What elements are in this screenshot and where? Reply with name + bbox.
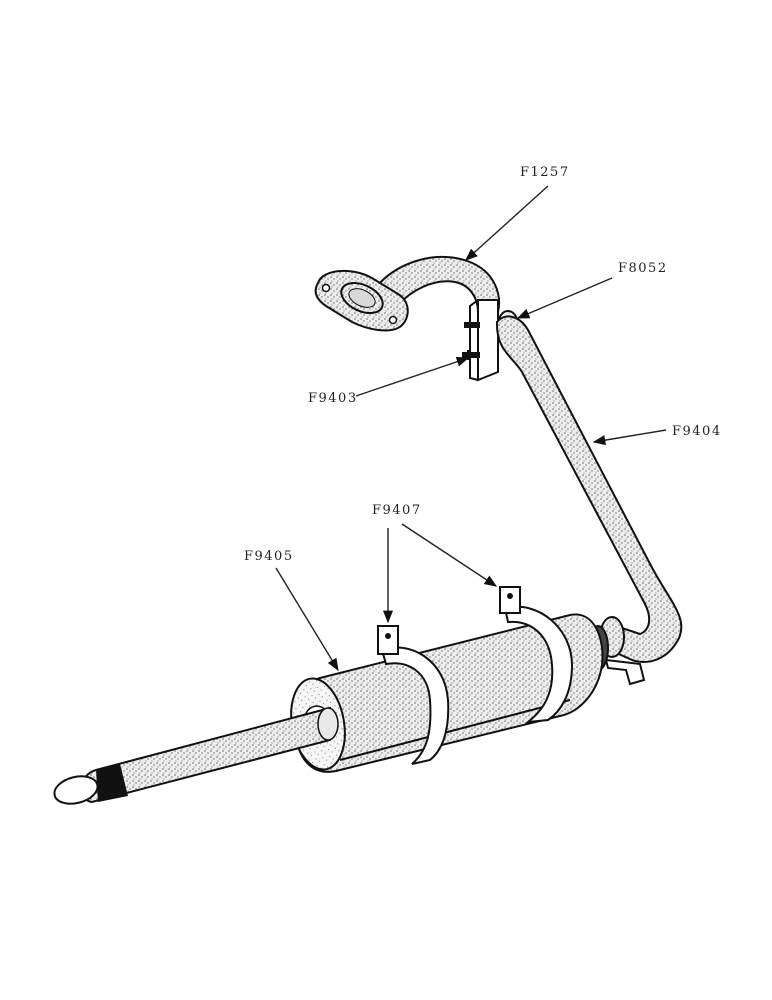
label-f9405: F9405 [244, 549, 294, 564]
leader-f9407-rear [401, 523, 498, 587]
leader-lines [275, 185, 667, 672]
exhaust-pipe-f9404 [495, 315, 683, 663]
muffler-strap-front [377, 625, 450, 765]
leader-f9404 [592, 429, 667, 446]
leader-f9405 [275, 567, 339, 672]
leader-f1257 [465, 185, 549, 261]
leader-f8052 [516, 277, 613, 319]
label-f9407: F9407 [372, 503, 422, 518]
muffler-strap-rear [499, 586, 574, 724]
clamp-bracket-f9403 [462, 299, 499, 382]
label-f9404: F9404 [672, 424, 722, 439]
label-f8052: F8052 [618, 261, 668, 276]
tail-pipe [53, 706, 339, 805]
label-f1257: F1257 [520, 165, 570, 180]
leader-f9403 [355, 356, 470, 397]
manifold-pipe-f1257 [314, 255, 500, 332]
label-f9403: F9403 [308, 391, 358, 406]
